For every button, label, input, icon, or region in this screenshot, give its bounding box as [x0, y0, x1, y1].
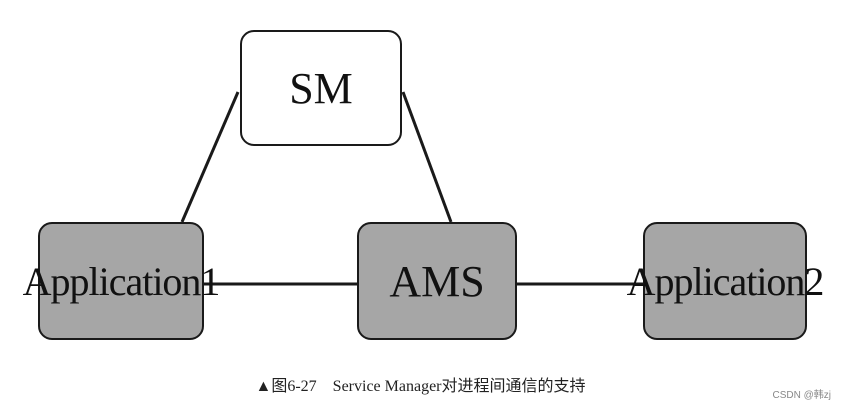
- node-sm: SM: [240, 30, 402, 146]
- node-application1-label: Application1: [22, 258, 221, 304]
- figure-number: 图6-27: [271, 378, 317, 395]
- triangle-up-icon: ▲: [255, 378, 272, 395]
- edge-app1-sm: [180, 91, 240, 223]
- caption-text: Service Manager对进程间通信的支持: [332, 378, 586, 395]
- node-application2-label: Application2: [626, 258, 825, 304]
- node-application1: Application1: [23, 222, 220, 340]
- node-ams: AMS: [357, 222, 517, 340]
- figure-caption: ▲图6-27 Service Manager对进程间通信的支持: [0, 372, 841, 396]
- node-sm-label: SM: [289, 63, 353, 113]
- node-ams-label: AMS: [389, 256, 485, 306]
- watermark: CSDN @韩zj: [772, 390, 832, 401]
- edge-sm-ams: [401, 91, 453, 223]
- node-application2: Application2: [627, 222, 824, 340]
